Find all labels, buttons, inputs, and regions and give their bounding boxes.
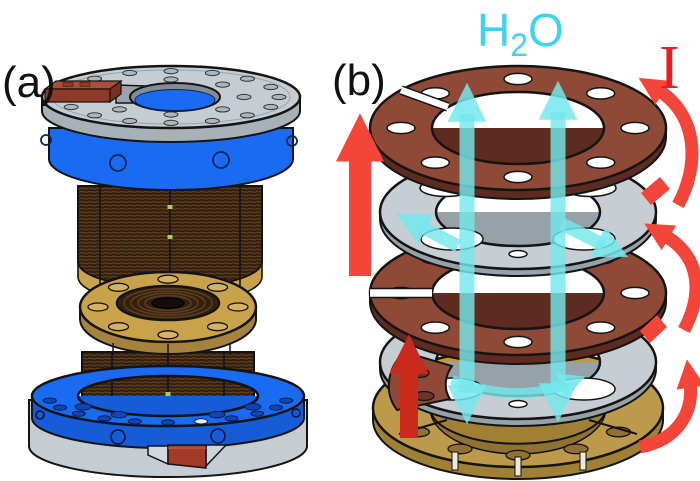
current-loop-tail-top bbox=[641, 177, 670, 205]
bolt-holes bbox=[63, 68, 287, 127]
lower-gold-ring bbox=[78, 270, 258, 356]
water-radial-arrow-left bbox=[396, 213, 462, 252]
center-bore bbox=[129, 82, 221, 112]
current-loop-tail-middle bbox=[640, 315, 667, 343]
plate-split-gap bbox=[370, 287, 432, 299]
panel-b-label: (b) bbox=[332, 56, 386, 105]
upper-terminal-block bbox=[43, 79, 123, 104]
current-loop-arrow-middle bbox=[644, 223, 700, 334]
flange-screw-holes bbox=[35, 408, 301, 445]
plate-split-gap bbox=[399, 85, 450, 112]
copper-plate-lower bbox=[368, 229, 668, 366]
panel-a bbox=[28, 64, 308, 478]
gold-ring-holes bbox=[87, 274, 249, 340]
water-flow-arrows bbox=[396, 80, 629, 425]
panel-b bbox=[335, 64, 700, 480]
flange-screw-holes bbox=[40, 134, 298, 172]
water-circumferential-arrow bbox=[450, 373, 586, 399]
copper-plate-upper bbox=[368, 64, 668, 201]
upper-blue-flange bbox=[40, 127, 298, 191]
gold-ring-splits bbox=[112, 343, 231, 356]
base-slits bbox=[451, 451, 587, 477]
flange-bolt-holes bbox=[42, 397, 294, 426]
lower-blue-flange bbox=[30, 364, 306, 449]
water-label: H2O bbox=[477, 4, 564, 63]
current-loop-arrow-bottom bbox=[638, 359, 700, 454]
current-loop-arrow-top bbox=[638, 77, 699, 209]
panel-a-label: (a) bbox=[2, 58, 56, 107]
upper-clamp-plate bbox=[40, 64, 302, 143]
coil-insulation-ticks bbox=[167, 205, 173, 239]
coil-top-face bbox=[116, 285, 220, 321]
current-flow-arrows bbox=[335, 77, 700, 454]
lower-terminal-block bbox=[147, 444, 228, 469]
current-label: I bbox=[659, 34, 680, 102]
water-radial-arrow-right bbox=[559, 218, 629, 258]
